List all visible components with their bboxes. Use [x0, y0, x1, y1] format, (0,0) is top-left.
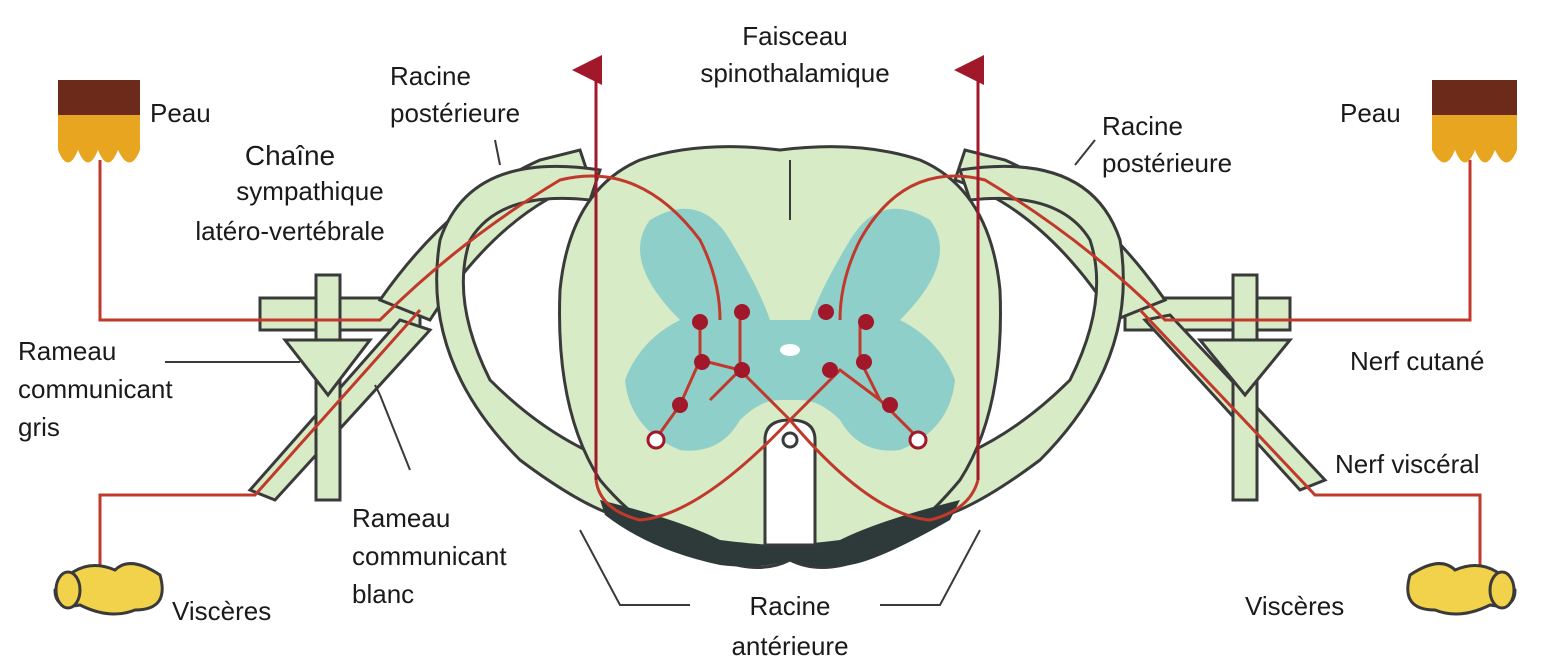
label-faisceau-2: spinothalamique: [700, 58, 889, 88]
label-rameau-gris-2: communicant: [18, 374, 173, 404]
neuron: [858, 314, 874, 330]
neuron: [856, 354, 872, 370]
label-racine-ant-1: Racine: [750, 591, 831, 621]
left-viscera-icon: [55, 564, 162, 614]
label-rameau-gris-3: gris: [18, 412, 60, 442]
label-chaine-3: latéro-vertébrale: [195, 216, 384, 246]
right-skin-icon: [1432, 80, 1517, 163]
label-rameau-blanc-1: Rameau: [352, 503, 450, 533]
label-nerf-visceral: Nerf viscéral: [1335, 449, 1479, 479]
label-racine-post-left-1: Racine: [390, 61, 471, 91]
left-skin-icon: [58, 80, 140, 163]
neuron-open: [648, 432, 664, 448]
neuron: [694, 354, 710, 370]
neuron: [672, 397, 688, 413]
anterior-artery: [783, 433, 797, 447]
neuron: [822, 362, 838, 378]
label-chaine-1: Chaîne: [245, 140, 335, 171]
neuron: [818, 304, 834, 320]
central-canal: [780, 344, 800, 356]
label-racine-post-right-1: Racine: [1102, 111, 1183, 141]
label-racine-post-left-2: postérieure: [390, 98, 520, 128]
label-racine-ant-2: antérieure: [731, 631, 848, 661]
label-visceres-right: Viscères: [1245, 591, 1344, 621]
label-visceres-left: Viscères: [172, 596, 271, 626]
neuron: [734, 304, 750, 320]
label-peau-right: Peau: [1340, 98, 1401, 128]
right-viscera-icon: [1408, 564, 1515, 614]
neuron: [882, 397, 898, 413]
label-peau-left: Peau: [150, 98, 211, 128]
label-faisceau-1: Faisceau: [742, 21, 848, 51]
label-rameau-blanc-3: blanc: [352, 579, 414, 609]
neuron: [692, 314, 708, 330]
label-nerf-cutane: Nerf cutané: [1350, 346, 1484, 376]
neuron: [734, 362, 750, 378]
label-rameau-blanc-2: communicant: [352, 541, 507, 571]
label-racine-post-right-2: postérieure: [1102, 148, 1232, 178]
label-rameau-gris-1: Rameau: [18, 336, 116, 366]
neuron-open: [910, 432, 926, 448]
label-chaine-2: sympathique: [236, 176, 383, 206]
